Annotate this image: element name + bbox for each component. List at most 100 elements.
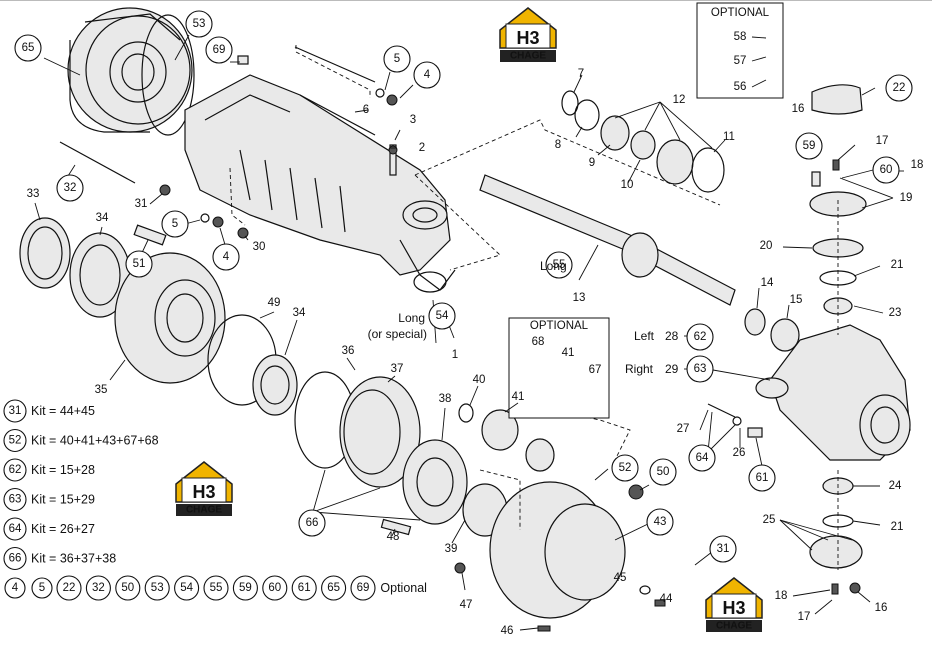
label-long-54: Long xyxy=(398,311,425,325)
callout-number: 3 xyxy=(410,114,416,126)
callout-52: 52 xyxy=(611,454,639,482)
kit-number: 31 xyxy=(9,405,22,417)
optional-item-number: 60 xyxy=(268,582,281,594)
optional-item-number: 55 xyxy=(210,582,223,594)
callout-number: 18 xyxy=(775,590,788,602)
callout-number: 24 xyxy=(889,480,902,492)
leader-lines xyxy=(34,34,904,631)
optional-item-number: 5 xyxy=(39,582,45,594)
part-9-bearing xyxy=(600,115,630,151)
callout-14: 14 xyxy=(761,277,774,289)
callout-8: 8 xyxy=(555,139,561,151)
callout-number: 35 xyxy=(95,384,108,396)
optional-item-number: 59 xyxy=(239,582,252,594)
callout-64: 64 xyxy=(688,444,716,472)
callout-4: 4 xyxy=(413,61,441,89)
callout-55: 55 xyxy=(545,251,573,279)
part-4-nut-low xyxy=(212,216,224,228)
part-38-gear xyxy=(402,439,468,525)
part-8-seal xyxy=(574,99,600,131)
callout-number: 46 xyxy=(501,625,514,637)
watermark-bottom-text: CHAGE xyxy=(510,51,546,62)
callout-number: 26 xyxy=(733,447,746,459)
optional-item-69: 69 xyxy=(350,575,376,601)
callout-number: 53 xyxy=(193,18,206,30)
callout-number: 4 xyxy=(223,251,230,263)
optional-part-56: 56 xyxy=(734,81,747,93)
callout-number: 11 xyxy=(723,131,735,143)
kit-text: Kit = 15+29 xyxy=(31,493,95,507)
callout-45: 45 xyxy=(614,572,627,584)
callout-9: 9 xyxy=(589,157,595,169)
callout-number: 66 xyxy=(306,517,319,529)
callout-number: 9 xyxy=(589,157,595,169)
callout-number: 40 xyxy=(473,374,486,386)
callout-32: 32 xyxy=(56,174,84,202)
callout-number: 44 xyxy=(660,593,673,605)
callout-number: 15 xyxy=(790,294,803,306)
optional-item-number: 4 xyxy=(12,582,19,594)
optional-part-57: 57 xyxy=(734,55,747,67)
callout-number: 52 xyxy=(619,462,632,474)
label-29: 29 xyxy=(665,362,679,376)
callout-23: 23 xyxy=(889,307,902,319)
callout-number: 5 xyxy=(172,218,178,230)
callout-46: 46 xyxy=(501,625,514,637)
callout-number: 10 xyxy=(621,179,634,191)
callout-number: 51 xyxy=(133,258,146,270)
callout-number: 36 xyxy=(342,345,355,357)
callout-34: 34 xyxy=(96,212,109,224)
callout-number: 54 xyxy=(436,310,449,322)
callout-62: 62 xyxy=(686,323,714,351)
callout-number: 50 xyxy=(657,466,670,478)
part-3-nut xyxy=(388,145,398,155)
callout-25: 25 xyxy=(763,514,776,526)
callout-40: 40 xyxy=(473,374,486,386)
callout-26: 26 xyxy=(733,447,746,459)
watermark-top-text: H3 xyxy=(192,482,215,502)
callout-bubbles: 1234455678910111213141516161717181819202… xyxy=(14,10,924,637)
callout-13: 13 xyxy=(573,292,586,304)
part-7-ring xyxy=(561,90,579,116)
optional-item-50: 50 xyxy=(115,575,141,601)
callout-number: 38 xyxy=(439,393,452,405)
watermark-bottom-text: CHAGE xyxy=(716,621,752,632)
callout-27: 27 xyxy=(677,423,690,435)
callout-7: 7 xyxy=(578,68,584,80)
optional-box-mid: OPTIONAL xyxy=(508,317,610,419)
part-6-rod-b xyxy=(299,94,376,136)
part-32-shaft xyxy=(59,141,136,184)
part-47-bolt xyxy=(454,562,466,574)
callout-34b: 34 xyxy=(293,307,306,319)
callout-44: 44 xyxy=(660,593,673,605)
optional-item-5: 5 xyxy=(31,577,53,599)
optional-title-top: OPTIONAL xyxy=(711,7,770,19)
callout-17: 17 xyxy=(876,135,889,147)
watermark-top-text: H3 xyxy=(722,598,745,618)
part-41-gear-b xyxy=(525,438,555,472)
callout-5: 5 xyxy=(383,45,411,73)
callout-number: 43 xyxy=(654,516,667,528)
optional-item-4: 4 xyxy=(4,577,26,599)
callout-12: 12 xyxy=(673,94,686,106)
callout-number: 4 xyxy=(424,69,431,81)
callout-18: 18 xyxy=(911,159,924,171)
callout-11: 11 xyxy=(723,131,735,143)
callout-21: 21 xyxy=(891,259,904,271)
optional-item-55: 55 xyxy=(203,575,229,601)
label-28: 28 xyxy=(665,329,679,343)
part-65-drum xyxy=(67,7,193,133)
part-16-bolt-b xyxy=(849,582,861,594)
callout-number: 61 xyxy=(756,472,769,484)
kit-text: Kit = 40+41+43+67+68 xyxy=(31,434,159,448)
kit-line-52: 52 Kit = 40+41+43+67+68 xyxy=(3,428,159,453)
optional-item-number: 54 xyxy=(180,582,193,594)
kit-number: 52 xyxy=(9,435,22,447)
callout-33: 33 xyxy=(27,188,40,200)
part-26-washer xyxy=(732,416,742,426)
